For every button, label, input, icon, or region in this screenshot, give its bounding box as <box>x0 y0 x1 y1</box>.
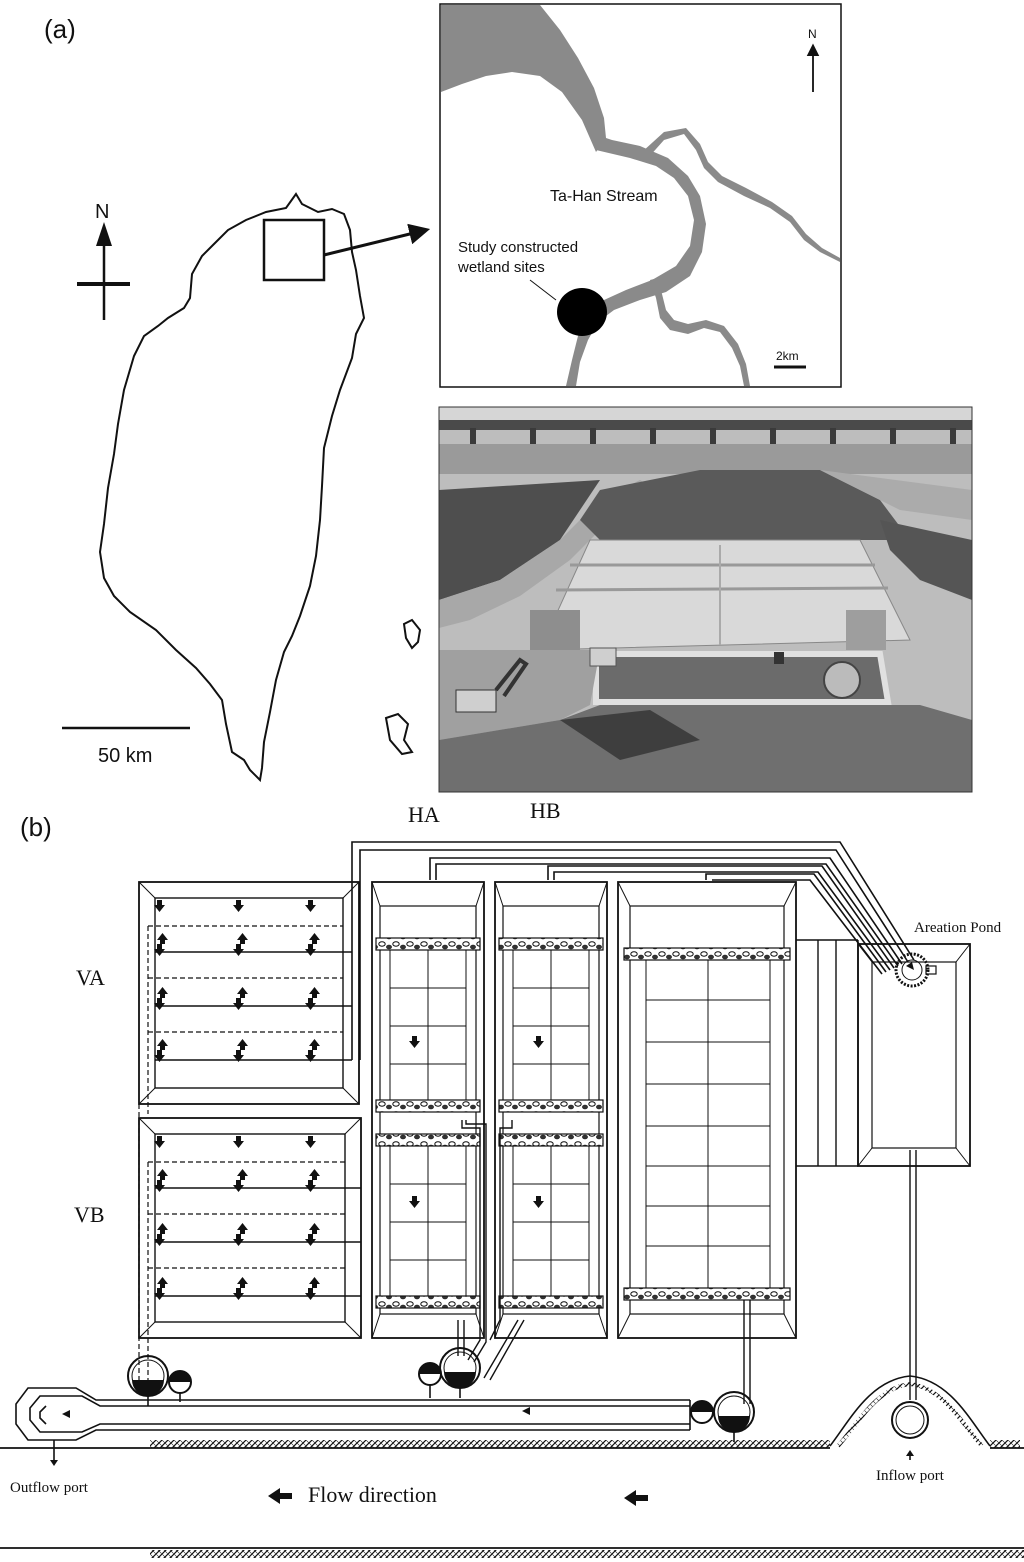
label-aeration-pond: Areation Pond <box>914 920 1002 936</box>
horizontal-bed-ha <box>371 881 485 1339</box>
lower-tributary <box>650 278 750 386</box>
panel-a: (a) N 50 km <box>44 3 973 793</box>
distribution-pipes <box>351 841 915 1060</box>
pond-connector <box>796 939 859 1167</box>
inset-map: N Ta-Han Stream Study constructed wetlan… <box>439 3 842 388</box>
label-vb: VB <box>74 1202 105 1227</box>
aeration-pond <box>857 943 971 1400</box>
flow-arrow-right-icon <box>624 1490 648 1506</box>
aerator-icon <box>906 962 914 970</box>
panel-a-label: (a) <box>44 14 76 44</box>
label-va: VA <box>76 965 105 990</box>
chambers <box>127 1347 755 1442</box>
inflow-port-label: Inflow port <box>876 1468 945 1484</box>
flow-direction-label: Flow direction <box>308 1482 437 1507</box>
collection-pipes <box>457 1120 751 1404</box>
vb-flow-arrows <box>154 1136 320 1300</box>
penghu-island <box>402 618 422 650</box>
scale-label: 50 km <box>98 745 152 767</box>
chamber-vertical-outlet <box>127 1355 192 1397</box>
locator-arrow-icon <box>323 223 431 257</box>
taiwan-outline <box>98 192 366 783</box>
vertical-bed-va <box>138 881 360 1114</box>
site-photo <box>438 406 973 793</box>
panel-b-label: (b) <box>20 812 52 842</box>
vertical-bed-vb <box>138 1104 362 1390</box>
label-ha: HA <box>408 802 440 827</box>
upper-tributary <box>642 128 840 262</box>
inset-site-label-line2: wetland sites <box>457 259 545 276</box>
north-label: N <box>95 201 109 223</box>
inflow-port <box>829 1375 991 1460</box>
north-arrow-icon <box>77 222 130 320</box>
inset-stream-label: Ta-Han Stream <box>550 188 658 205</box>
site-pointer <box>529 279 557 301</box>
wetland-site-marker <box>557 288 607 336</box>
inset-north-label: N <box>808 27 817 41</box>
horizontal-bed-hb <box>494 881 608 1339</box>
inset-site-label-line1: Study constructed <box>458 239 578 256</box>
river-mouth <box>441 5 606 152</box>
locator-box <box>262 218 326 282</box>
lanyu-island <box>384 712 414 756</box>
flow-arrow-left-icon <box>268 1488 292 1504</box>
va-flow-arrows <box>154 900 320 1062</box>
inset-scale-label: 2km <box>776 349 799 363</box>
panel-b: (b) HA HB VA VB Areation Pond <box>0 798 1024 1558</box>
outflow-channel <box>15 1387 691 1466</box>
ta-han-stream <box>566 136 706 386</box>
outflow-port-label: Outflow port <box>10 1480 89 1496</box>
label-hb: HB <box>530 798 561 823</box>
ground <box>0 1440 1024 1558</box>
horizontal-bed-large <box>617 881 797 1339</box>
